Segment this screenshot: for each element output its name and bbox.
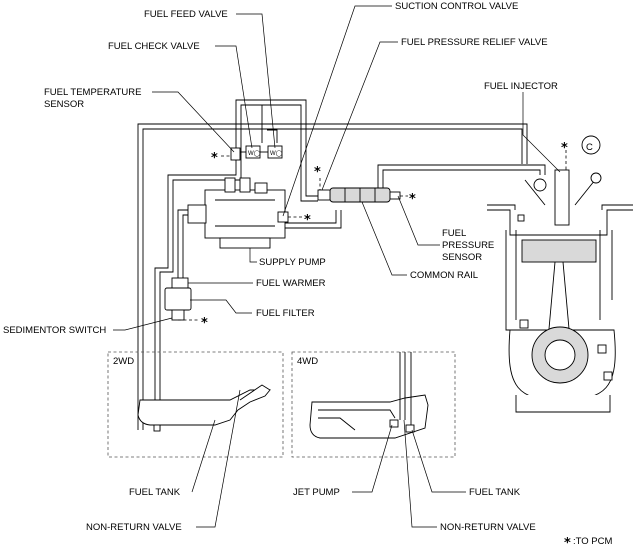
label-non-return-valve-4wd: NON-RETURN VALVE <box>440 522 536 533</box>
label-jet-pump: JET PUMP <box>293 487 340 498</box>
label-fuel-check-valve: FUEL CHECK VALVE <box>108 41 200 52</box>
label-fuel-tank-2wd: FUEL TANK <box>129 487 181 498</box>
fuel-pressure-sensor-body <box>389 191 401 200</box>
leader-lines <box>113 5 561 528</box>
legend: * :TO PCM <box>564 536 612 549</box>
label-fuel-pressure-sensor-line2: PRESSURE <box>442 240 494 251</box>
common-rail <box>317 187 401 203</box>
label-supply-pump: SUPPLY PUMP <box>259 257 326 268</box>
svg-text:W◯: W◯ <box>248 150 261 157</box>
pcm-marker-temp-sensor: * <box>211 151 218 166</box>
valve-block: W◯ W◯ <box>230 145 283 161</box>
label-non-return-valve-2wd: NON-RETURN VALVE <box>86 522 182 533</box>
label-fuel-temperature-sensor-line2: SENSOR <box>44 99 84 110</box>
circle-c-marker <box>581 135 601 155</box>
legend-to-pcm: :TO PCM <box>573 536 612 547</box>
fuel-filter-assembly <box>164 277 192 321</box>
fuel-filter-body <box>164 287 192 311</box>
labels: FUEL FEED VALVE SUCTION CONTROL VALVE FU… <box>3 1 558 533</box>
box-2wd-label: 2WD <box>113 356 134 367</box>
svg-text:W◯: W◯ <box>270 150 283 157</box>
fuel-tank-4wd-body <box>309 394 429 439</box>
fuel-pressure-relief-valve-body <box>317 189 331 201</box>
pcm-marker-relief-valve: * <box>314 165 321 180</box>
legend-marker: * <box>564 536 571 549</box>
suction-control-valve-body <box>277 211 289 223</box>
label-sedimentor-switch: SEDIMENTOR SWITCH <box>3 325 106 336</box>
fuel-temperature-sensor-body <box>230 147 241 161</box>
sedimentor-switch-body <box>171 309 185 321</box>
box-4wd-label: 4WD <box>297 356 318 367</box>
fuel-tank-2wd-body <box>137 389 271 426</box>
label-fuel-injector: FUEL INJECTOR <box>484 81 558 92</box>
fuel-warmer-body <box>171 277 189 289</box>
engine: C <box>487 135 633 413</box>
label-common-rail: COMMON RAIL <box>410 270 478 281</box>
pcm-marker-sedimentor: * <box>201 316 208 331</box>
pcm-marker-injector: * <box>561 141 568 156</box>
pcm-connections <box>178 150 567 321</box>
box-4wd: 4WD <box>291 351 456 458</box>
supply-pump <box>187 177 289 249</box>
label-suction-control-valve: SUCTION CONTROL VALVE <box>395 1 518 12</box>
fuel-pipes <box>137 99 546 430</box>
label-fuel-pressure-sensor-line3: SENSOR <box>442 252 482 263</box>
label-fuel-feed-valve: FUEL FEED VALVE <box>144 9 228 20</box>
fuel-injector-body <box>554 169 570 226</box>
circle-c-letter: C <box>586 142 593 153</box>
label-fuel-warmer: FUEL WARMER <box>256 278 326 289</box>
box-2wd: 2WD <box>107 351 284 458</box>
label-fuel-pressure-relief-valve: FUEL PRESSURE RELIEF VALVE <box>401 37 548 48</box>
label-fuel-filter: FUEL FILTER <box>256 308 315 319</box>
label-fuel-pressure-sensor-line1: FUEL <box>442 228 466 239</box>
label-fuel-tank-4wd: FUEL TANK <box>469 487 521 498</box>
pcm-marker-pressure-sensor: * <box>409 192 416 207</box>
pcm-marker-suction-valve: * <box>304 213 311 228</box>
label-fuel-temperature-sensor-line1: FUEL TEMPERATURE <box>44 87 141 98</box>
